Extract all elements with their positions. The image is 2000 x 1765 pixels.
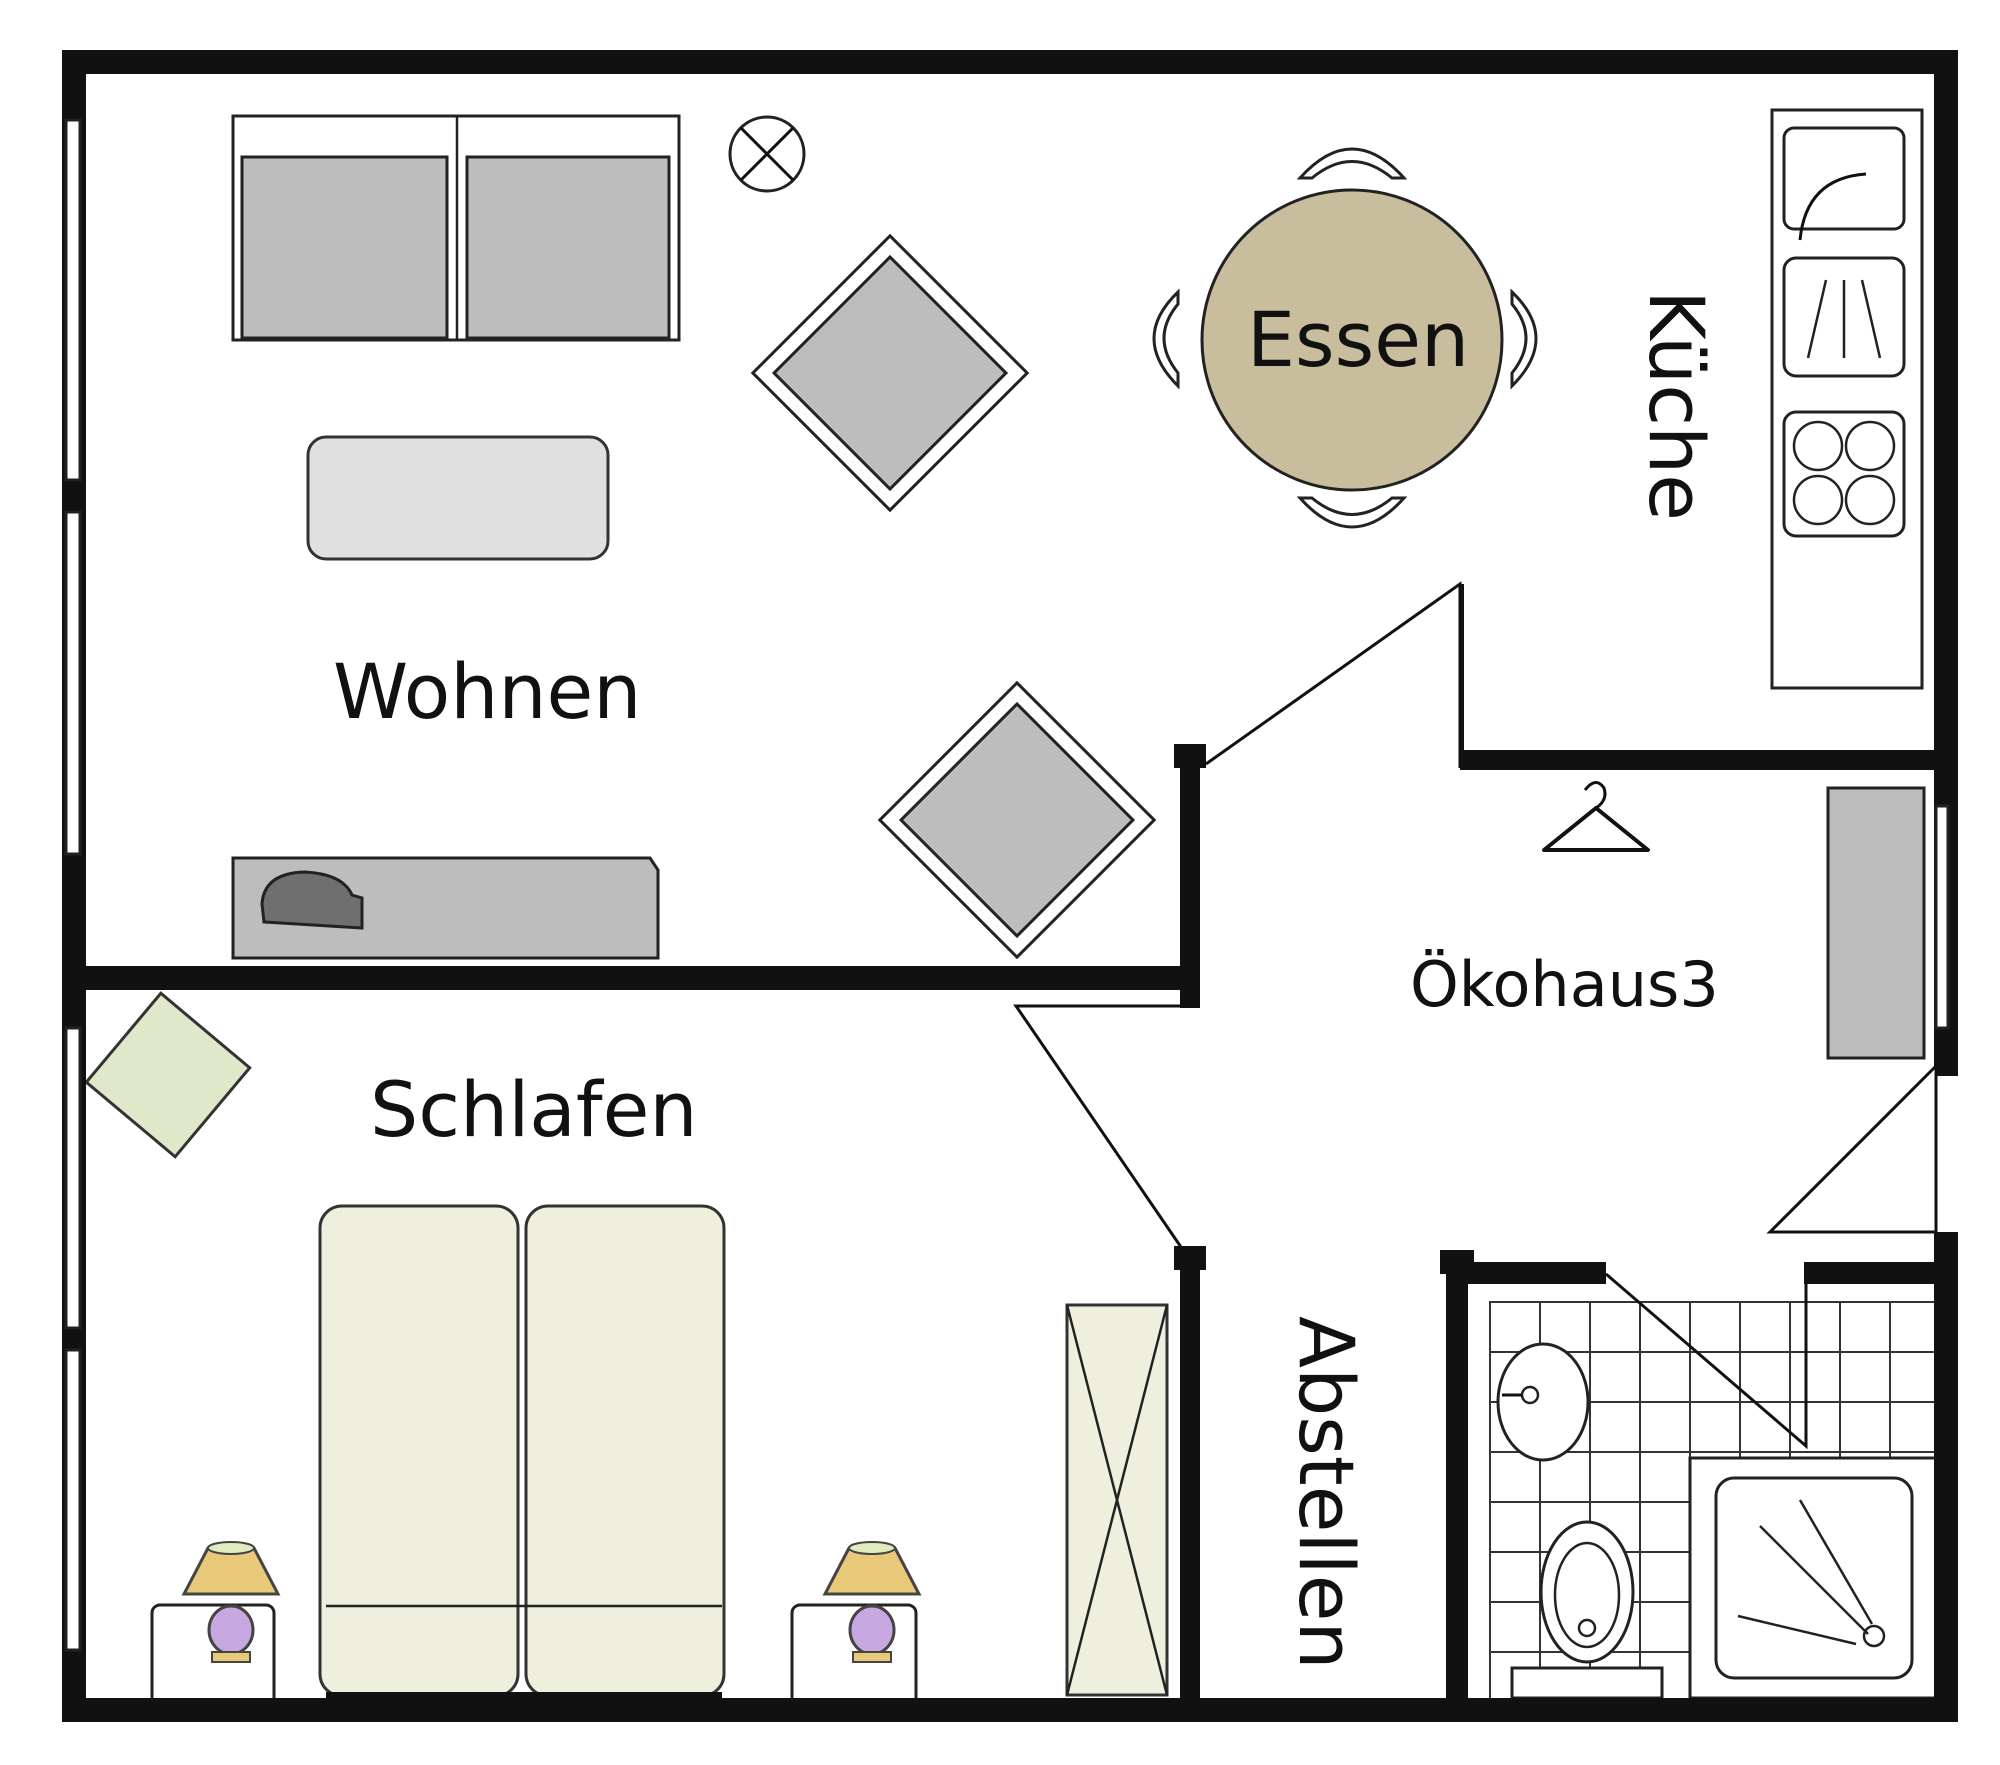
coffee-table (306, 435, 610, 561)
kitchen-counter (1770, 108, 1924, 690)
sink-icon (1782, 126, 1906, 241)
wardrobe-hall (1826, 786, 1926, 1060)
dishwasher-icon (1782, 256, 1906, 378)
room-label-storage: Abstellen (1282, 1316, 1371, 1670)
tv-icon (260, 870, 364, 930)
dining-table (1200, 188, 1504, 492)
shower-icon (1688, 1456, 1940, 1700)
windows (64, 118, 1950, 1652)
dining-area (1152, 147, 1538, 529)
armchair-bottom (877, 680, 1157, 960)
toilet-icon (1510, 1520, 1664, 1700)
double-bed (318, 1204, 726, 1702)
tv-sideboard (231, 856, 660, 960)
nightstand-left (150, 1541, 281, 1707)
lamp-icon (822, 1541, 922, 1663)
room-label-living: Wohnen (333, 647, 641, 736)
room-label-kitchen: Küche (1632, 290, 1721, 521)
room-label-dining: Essen (1247, 295, 1469, 384)
nightstand-right (790, 1541, 922, 1707)
sofa (231, 114, 681, 342)
armchair-top (750, 233, 1030, 513)
coat-hanger-icon (1542, 781, 1650, 852)
room-label-bedroom: Schlafen (370, 1065, 698, 1154)
stove-icon (1782, 410, 1906, 538)
lamp-icon (181, 1541, 281, 1663)
ceiling-light-icon (728, 115, 806, 193)
sink-icon (1496, 1342, 1590, 1462)
wardrobe-bedroom (1065, 1303, 1169, 1697)
doors (1013, 581, 1938, 1450)
room-label-hall: Ökohaus3 (1410, 948, 1719, 1021)
armchair-green (84, 991, 252, 1159)
